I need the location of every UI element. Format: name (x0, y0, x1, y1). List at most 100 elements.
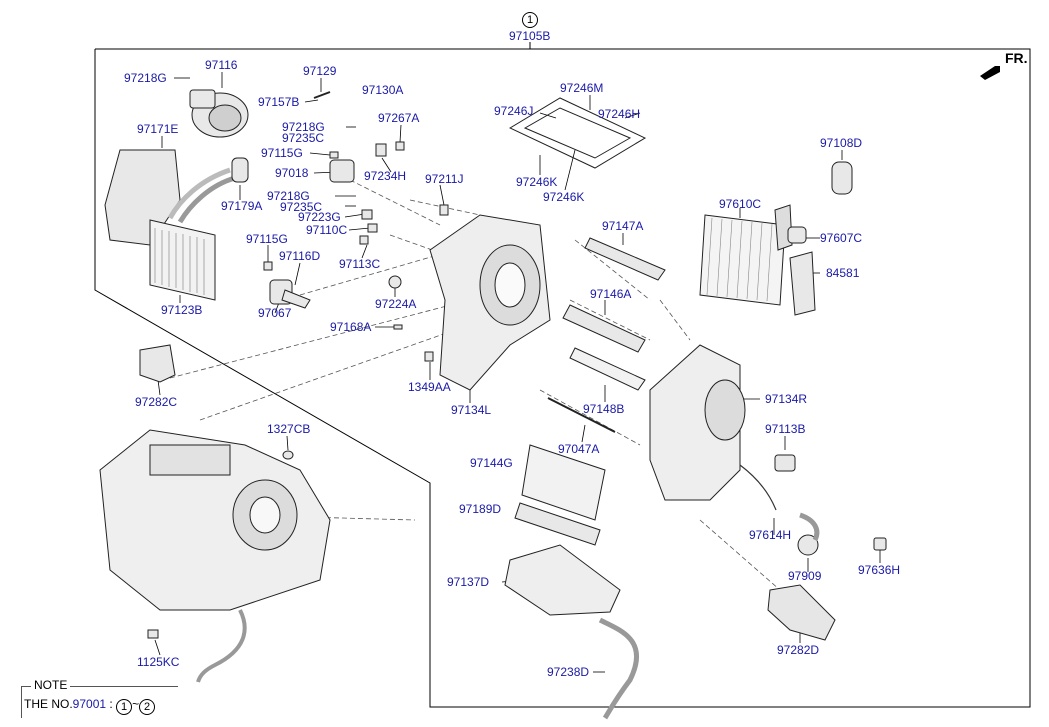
part-label[interactable]: 1125KC (137, 655, 180, 669)
part-label[interactable]: 97047A (558, 442, 600, 456)
pivot-part (388, 275, 402, 289)
part-label[interactable]: 84581 (826, 266, 860, 280)
mount-part (139, 344, 176, 383)
part-label[interactable]: 97218G (124, 71, 167, 85)
part-label[interactable]: 97282C (135, 395, 178, 409)
gasket-part (231, 157, 249, 183)
part-label[interactable]: 97108D (820, 136, 863, 150)
note-range-start: 1 (116, 699, 133, 715)
part-label[interactable]: 97246K (543, 190, 585, 204)
screw-part (263, 261, 273, 271)
part-label[interactable]: 97636H (858, 563, 901, 577)
clip-part (873, 537, 887, 551)
part-label[interactable]: 97218G (282, 120, 325, 134)
part-label[interactable]: 1349AA (408, 380, 451, 394)
housing-left-part (429, 214, 551, 391)
part-label[interactable]: 97144G (470, 456, 513, 470)
screw-part (439, 204, 449, 216)
lever-part (281, 289, 311, 309)
clip-part (424, 351, 434, 362)
part-label[interactable]: 97189D (459, 502, 502, 516)
screw-part (329, 151, 339, 159)
part-label[interactable]: 97909 (788, 569, 822, 583)
part-label[interactable]: 97067 (258, 306, 292, 320)
nut-part (282, 450, 294, 460)
part-label[interactable]: 97018 (275, 166, 309, 180)
part-label[interactable]: 97234H (364, 169, 407, 183)
part-label[interactable]: 97110C (306, 223, 348, 237)
part-label[interactable]: 97211J (425, 172, 464, 186)
rod-part (313, 91, 331, 99)
hvac-assembly-part (99, 429, 331, 683)
part-label[interactable]: 97137D (447, 575, 490, 589)
part-label[interactable]: 97115G (261, 146, 303, 160)
part-label[interactable]: 97116D (279, 249, 321, 263)
part-label[interactable]: 97134L (451, 403, 492, 417)
part-label[interactable]: 97168A (330, 320, 372, 334)
seal-part (787, 226, 807, 244)
link-part (375, 143, 387, 157)
note-title: NOTE (31, 678, 71, 692)
part-label[interactable]: 97113C (339, 257, 381, 271)
pin-part (393, 324, 403, 330)
sensor-part (774, 454, 796, 472)
front-arrow-icon (980, 66, 1000, 80)
part-label[interactable]: 97129 (303, 64, 337, 78)
cabin-filter-part (521, 444, 606, 521)
gasket-part (831, 161, 853, 195)
part-label[interactable]: 97235C (282, 131, 325, 145)
part-label[interactable]: 97134R (765, 392, 808, 406)
part-label[interactable]: 97147A (602, 219, 644, 233)
part-label[interactable]: 97246M (560, 81, 604, 95)
part-label[interactable]: 97115G (246, 232, 288, 246)
part-label[interactable]: 97607C (820, 231, 863, 245)
part-label[interactable]: 97130A (362, 83, 404, 97)
note-part-no[interactable]: 97001 (72, 697, 107, 711)
bar-part (584, 237, 666, 281)
actuator-part (329, 159, 355, 183)
part-label[interactable]: 97146A (590, 287, 632, 301)
part-label[interactable]: 97267A (378, 111, 420, 125)
note-colon: : (109, 697, 113, 711)
part-label[interactable]: 97238D (547, 665, 590, 679)
wire-harness-part (739, 464, 777, 511)
part-label-97105b[interactable]: 97105B (509, 29, 551, 43)
part-label[interactable]: 97218G (267, 189, 310, 203)
housing-right-part (649, 344, 746, 501)
part-label[interactable]: 97116 (205, 58, 238, 72)
link-part (361, 209, 373, 220)
bar-part (562, 304, 646, 353)
note-text: THE NO.97001 : 1~2 (24, 697, 156, 715)
part-label[interactable]: 97148B (583, 402, 625, 416)
note-frame (21, 686, 178, 718)
assembly-frame (94, 48, 1031, 708)
drain-hose-part (598, 617, 639, 720)
part-label[interactable]: 97246K (516, 175, 558, 189)
bracket-part (789, 251, 816, 316)
cover-part (514, 502, 601, 546)
part-label[interactable]: 97235C (280, 200, 323, 214)
bolt-part (147, 629, 159, 639)
part-label[interactable]: 97171E (137, 122, 179, 136)
filter-frame-part (508, 97, 647, 169)
note-prefix: THE NO. (24, 697, 73, 711)
note-box: NOTE THE NO.97001 : 1~2 (21, 678, 179, 719)
duct-part (767, 584, 836, 641)
part-label[interactable]: 97157B (258, 95, 300, 109)
part-label[interactable]: 97614H (749, 528, 792, 542)
part-label[interactable]: 97113B (765, 422, 806, 436)
part-label[interactable]: 97246H (598, 107, 641, 121)
part-label[interactable]: 97179A (221, 199, 263, 213)
blower-motor-part (189, 89, 249, 138)
part-label[interactable]: 97223G (298, 210, 341, 224)
rod-part (547, 397, 616, 433)
part-label[interactable]: 97246J (494, 104, 534, 118)
link-part (359, 235, 369, 245)
part-label[interactable]: 1327CB (267, 422, 311, 436)
part-label[interactable]: 97610C (719, 197, 762, 211)
part-label[interactable]: 97282D (777, 643, 820, 657)
part-label[interactable]: 97224A (375, 297, 417, 311)
bar-part (569, 347, 646, 391)
part-label[interactable]: 97123B (161, 303, 203, 317)
